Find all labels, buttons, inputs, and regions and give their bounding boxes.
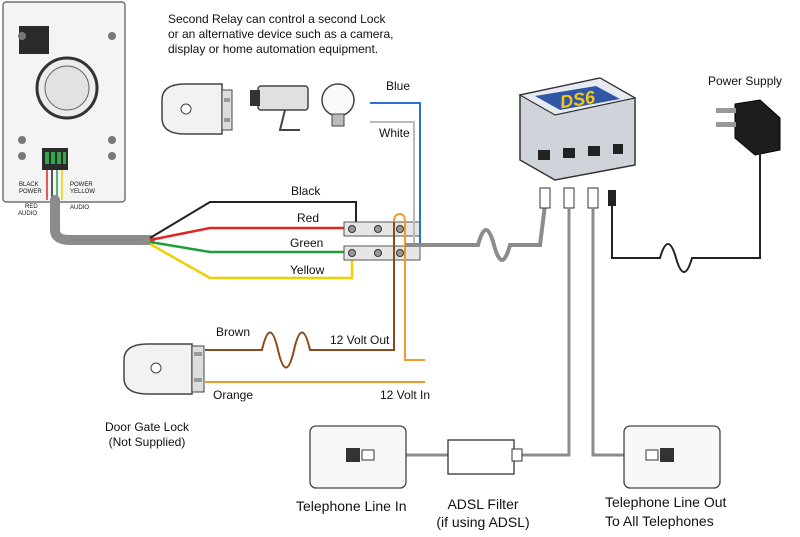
yellow-wire-label: Yellow (290, 263, 325, 277)
adsl-filter-icon (447, 439, 523, 475)
panel-cable (50, 195, 155, 245)
second-lock-icon (161, 83, 233, 135)
ds6-unit: DS6 (518, 77, 637, 181)
telephone-line-in-label: Telephone Line In (296, 498, 407, 514)
green-wire-label: Green (290, 236, 324, 250)
adsl-filter-note: (if using ADSL) (436, 514, 530, 530)
panel-label-red: RED (25, 204, 38, 210)
panel-label-power-2: POWER (70, 182, 93, 188)
white-wire-label: White (379, 126, 410, 140)
green-wire (149, 240, 352, 254)
brown-wire-label: Brown (216, 325, 251, 339)
ds6-plugs (539, 187, 616, 209)
panel-label-audio: AUDIO (18, 211, 38, 217)
black-wire-label: Black (291, 184, 321, 198)
power-supply-label: Power Supply (708, 74, 783, 88)
ds6-to-phones-cable (591, 208, 650, 457)
note-line-1: Second Relay can control a second Lock (168, 12, 386, 26)
telephone-line-out-label: Telephone Line Out (605, 494, 727, 510)
adsl-filter-label: ADSL Filter (447, 496, 519, 512)
power-cable (611, 150, 761, 273)
relay-to-ds6-cable (405, 204, 547, 262)
blue-wire-label: Blue (386, 79, 411, 93)
red-wire-label: Red (297, 211, 320, 225)
telephone-line-in-plate (309, 425, 407, 489)
door-gate-lock-label: Door Gate Lock (104, 420, 190, 434)
door-gate-lock-note: (Not Supplied) (108, 435, 186, 449)
adsl-to-ds6-cable (517, 208, 571, 457)
power-supply-icon (716, 99, 781, 156)
telephone-line-out-note: To All Telephones (605, 513, 714, 529)
red-wire (149, 226, 352, 242)
panel-label-yellow: YELLOW (70, 189, 96, 195)
panel-label-audio-2: AUDIO (70, 205, 90, 211)
brown-wire (205, 222, 395, 369)
light-bulb-icon (321, 83, 355, 127)
twelve-volt-out-label: 12 Volt Out (330, 333, 390, 347)
note-line-3: display or home automation equipment. (168, 42, 379, 56)
blue-wire (370, 102, 421, 245)
white-wire (370, 121, 415, 245)
yellow-wire (149, 242, 354, 280)
panel-label-power: POWER (19, 189, 42, 195)
door-gate-lock-icon (123, 343, 205, 395)
orange-wire (404, 222, 425, 361)
black-wire (149, 201, 357, 239)
orange-wire-label: Orange (213, 388, 254, 402)
note-line-2: or an alternative device such as a camer… (168, 27, 394, 41)
orange-loop (393, 212, 406, 223)
twelve-volt-in-label: 12 Volt In (380, 388, 431, 402)
door-station-panel (2, 1, 126, 203)
terminal-blocks (343, 221, 421, 261)
telephone-line-out-plate (623, 425, 721, 489)
camera-icon (250, 85, 309, 131)
panel-label-black: BLACK (19, 182, 39, 188)
